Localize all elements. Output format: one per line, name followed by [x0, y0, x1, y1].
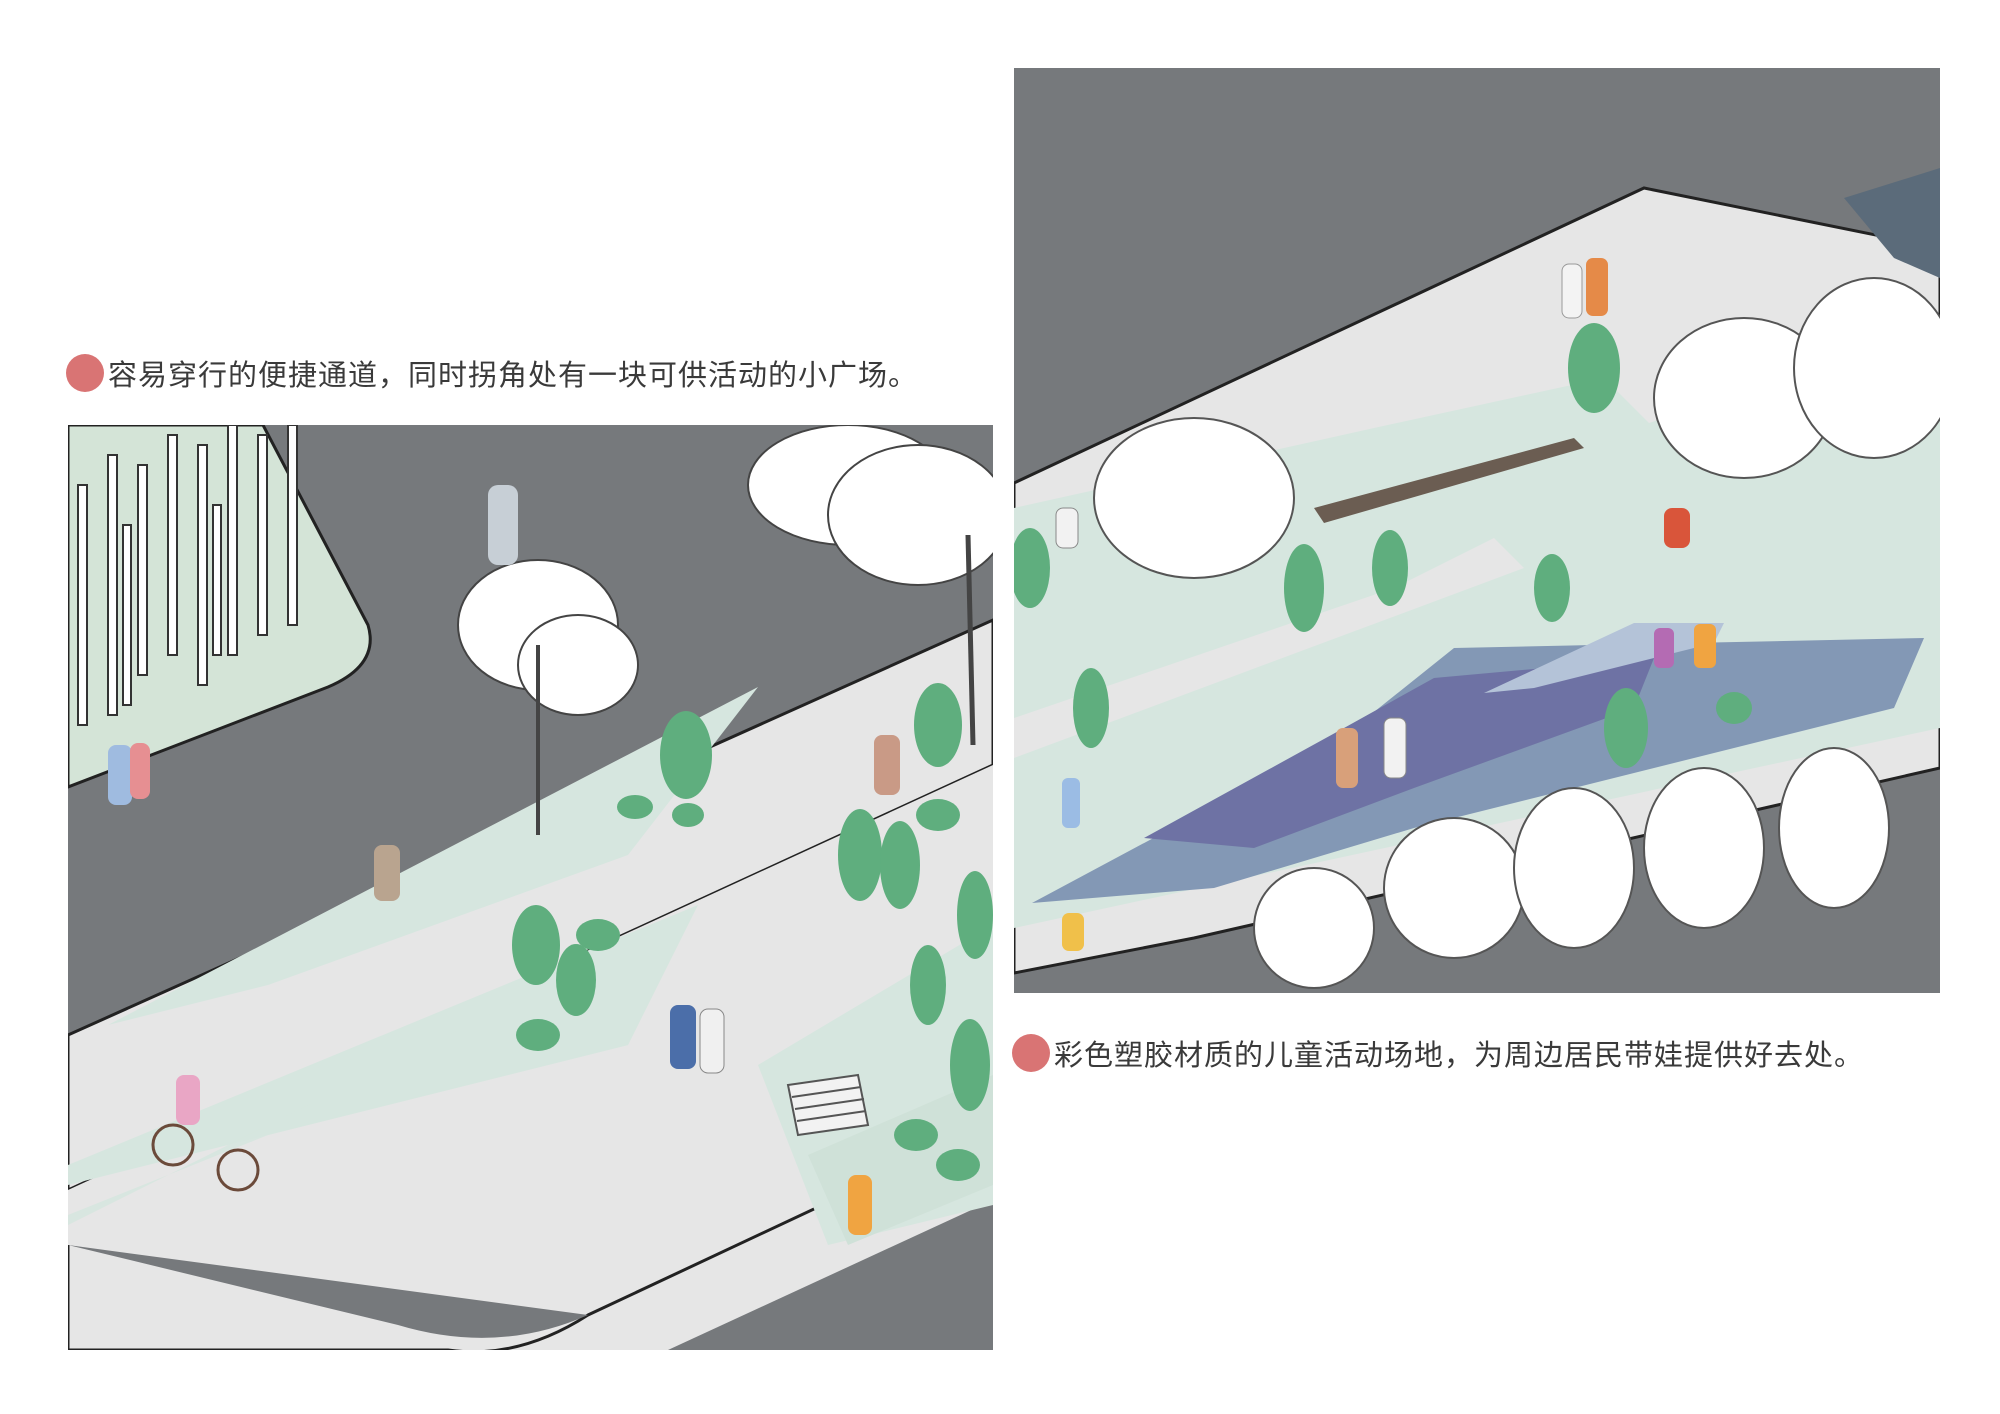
- right-caption: 彩色塑胶材质的儿童活动场地，为周边居民带娃提供好去处。: [1012, 1032, 1864, 1074]
- left-axonometric-plan: [68, 425, 993, 1350]
- water-edge: [1844, 168, 1940, 278]
- steps: [786, 1073, 870, 1137]
- right-caption-text: 彩色塑胶材质的儿童活动场地，为周边居民带娃提供好去处。: [1054, 1038, 1865, 1072]
- left-caption: 容易穿行的便捷通道，同时拐角处有一块可供活动的小广场。: [66, 352, 918, 394]
- white-tree-cluster: [457, 425, 993, 716]
- tree-trunk-right: [965, 534, 976, 746]
- left-illustration: [68, 425, 993, 1350]
- plaza-edge: [68, 1123, 993, 1350]
- left-caption-text: 容易穿行的便捷通道，同时拐角处有一块可供活动的小广场。: [108, 358, 919, 392]
- road-curve: [68, 1245, 588, 1338]
- people-figures: [108, 485, 900, 1235]
- wooden-seat: [1314, 438, 1584, 523]
- red-circle-icon: [66, 354, 104, 392]
- right-axonometric-plan: [1014, 68, 1940, 993]
- red-circle-icon: [1012, 1034, 1050, 1072]
- white-tree-cluster: [1093, 277, 1940, 989]
- birch-forest: [77, 425, 298, 726]
- lawn-upper: [108, 687, 758, 1025]
- green-trees: [1014, 323, 1752, 768]
- right-illustration: [1014, 68, 1940, 993]
- people-figures: [1055, 258, 1716, 951]
- lawn-middle: [68, 913, 693, 1225]
- green-trees: [512, 683, 993, 1181]
